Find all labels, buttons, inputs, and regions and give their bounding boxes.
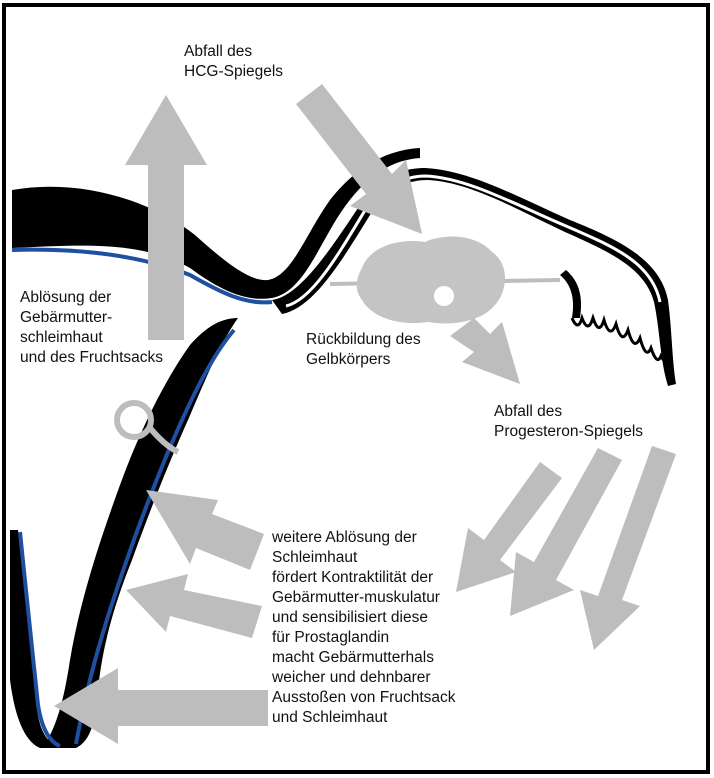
label-gelbkoerper-line-1: Rückbildung des xyxy=(306,330,421,350)
corpus-luteum-icon xyxy=(434,286,454,306)
label-progesteron-line-1: Abfall des xyxy=(494,402,643,422)
label-hcg: Abfall des HCG-Spiegels xyxy=(184,42,283,82)
label-gelbkoerper-line-2: Gelbkörpers xyxy=(306,350,421,370)
label-effects-line-8: weicher und dehnbarer xyxy=(272,668,456,688)
label-effects-line-2: Schleimhaut xyxy=(272,548,456,568)
label-effects-line-4: Gebärmutter-muskulatur xyxy=(272,588,456,608)
label-hcg-line-1: Abfall des xyxy=(184,42,283,62)
label-effects-line-10: und Schleimhaut xyxy=(272,708,456,728)
fimbriae-icon xyxy=(572,318,669,362)
label-progesteron: Abfall des Progesteron-Spiegels xyxy=(494,402,643,442)
label-effects: weitere Ablösung der Schleimhaut fördert… xyxy=(272,528,456,728)
label-gelbkoerper: Rückbildung des Gelbkörpers xyxy=(306,330,421,370)
arrow-gelbkoerper-to-progesteron xyxy=(450,318,520,384)
arrow-effect-1 xyxy=(146,490,264,570)
fruchtsack-ring-icon xyxy=(117,403,151,437)
uterus-left-wall xyxy=(10,530,60,748)
label-effects-line-7: macht Gebärmutterhals xyxy=(272,648,456,668)
label-abloesung-line-2: Gebärmutter- xyxy=(20,308,163,328)
ovary-icon xyxy=(357,237,505,324)
label-abloesung-line-4: und des Fruchtsacks xyxy=(20,348,163,368)
tube-lower-branch xyxy=(560,270,581,318)
label-effects-line-9: Ausstoßen von Fruchtsack xyxy=(272,688,456,708)
label-abloesung: Ablösung der Gebärmutter- schleimhaut un… xyxy=(20,288,163,368)
label-effects-line-5: und sensibilisiert diese xyxy=(272,608,456,628)
label-abloesung-line-1: Ablösung der xyxy=(20,288,163,308)
arrow-effect-2 xyxy=(126,574,262,638)
label-effects-line-1: weitere Ablösung der xyxy=(272,528,456,548)
label-effects-line-6: für Prostaglandin xyxy=(272,628,456,648)
label-effects-line-3: fördert Kontraktilität der xyxy=(272,568,456,588)
label-abloesung-line-3: schleimhaut xyxy=(20,328,163,348)
label-progesteron-line-2: Progesteron-Spiegels xyxy=(494,422,643,442)
label-hcg-line-2: HCG-Spiegels xyxy=(184,62,283,82)
